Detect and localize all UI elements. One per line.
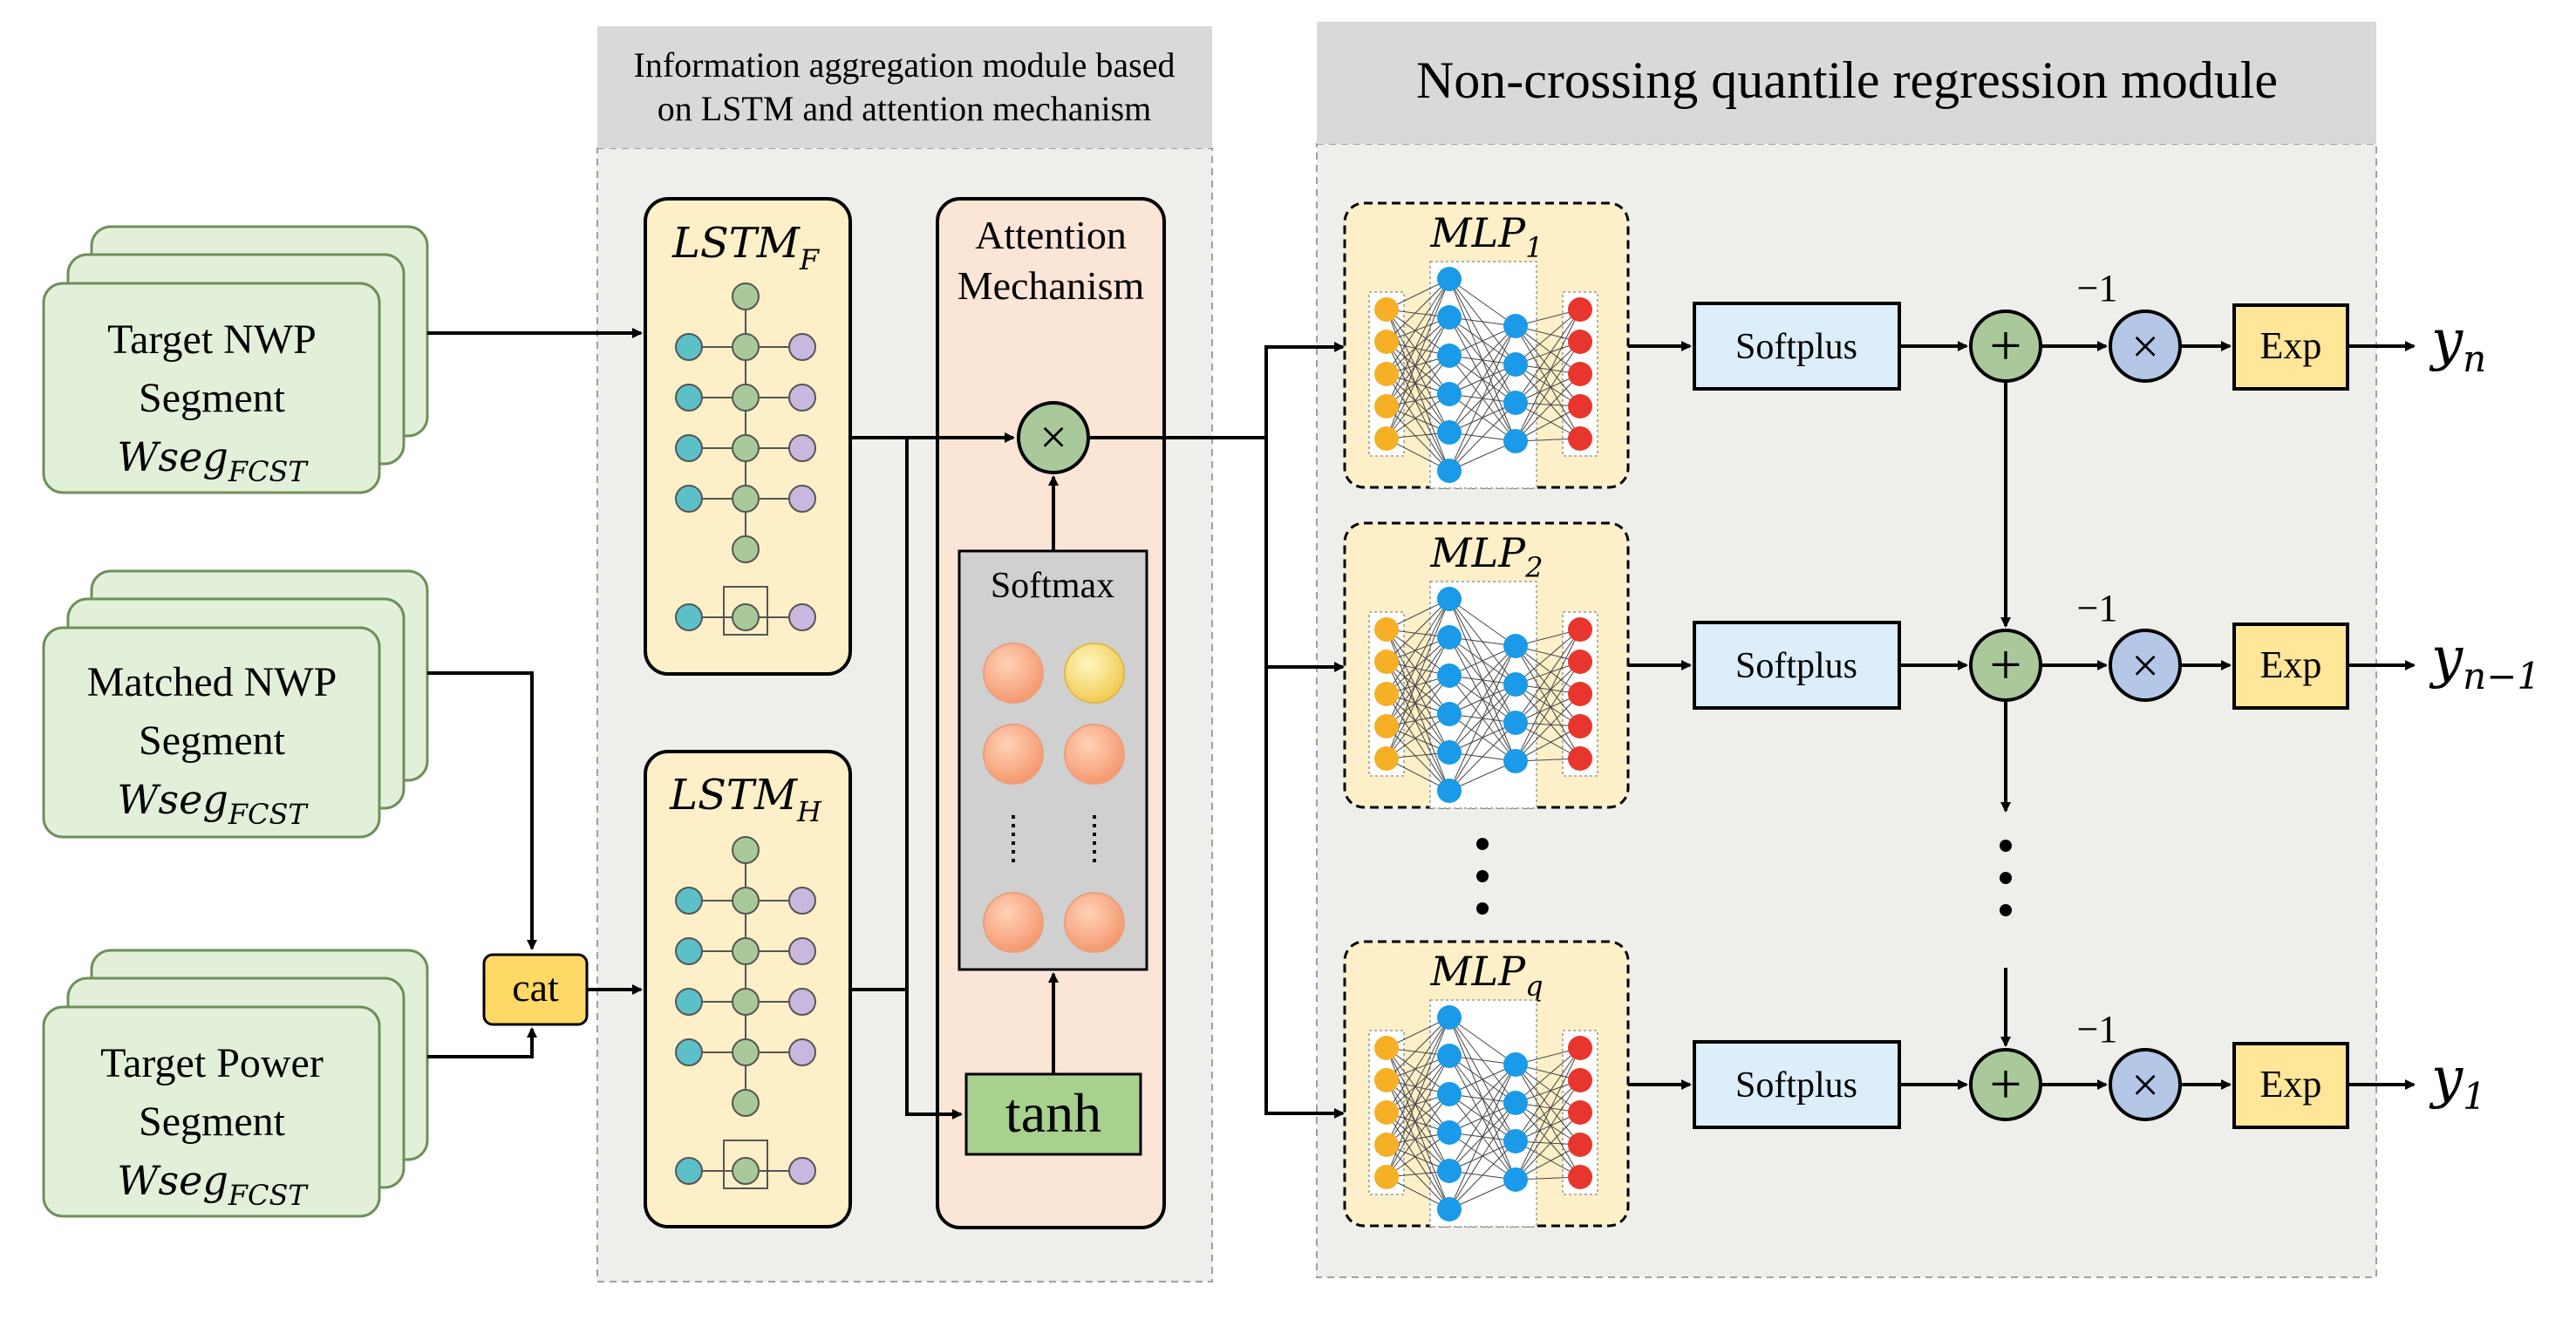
lstm-h-label: LSTM [669,771,799,820]
aggregation-module-title-line1: Information aggregation module based [634,45,1176,85]
attention-block: Attention Mechanism × Softmax tanh [936,197,1166,1229]
mlp-q-label: MLP [1429,948,1526,995]
input-target-nwp: Target NWP Segment WsegFCST [42,225,429,494]
mlp-1-label: MLP [1430,209,1527,256]
target-power-symbol: Wseg [117,1157,228,1204]
svg-text:MLP2: MLP2 [1430,529,1544,584]
lstm-h-subscript: H [796,795,822,828]
minus-one-2: −1 [2077,587,2118,629]
plus-symbol-1: + [1989,314,2021,378]
mlp-1-network [1368,261,1598,489]
exp-box-2 [2232,623,2349,710]
mlp-q-network [1368,999,1598,1228]
output-q-subscript: 1 [2463,1075,2486,1118]
minus-one-q: −1 [2077,1008,2118,1051]
target-nwp-line2: Segment [139,375,286,421]
softplus-label-q: Softplus [1735,1065,1857,1106]
target-nwp-symbol: Wseg [117,433,228,480]
softplus-label-1: Softplus [1735,327,1857,367]
target-power-subscript: FCST [228,1179,310,1212]
times-symbol-q: × [2131,1058,2159,1112]
exp-label-q: Exp [2260,1063,2322,1106]
mlp-q-block: MLPq [1343,940,1630,1228]
matched-nwp-symbol: Wseg [117,776,228,823]
attention-multiply-node: × [1017,401,1090,474]
plus-symbol-q: + [1989,1052,2021,1116]
quantile-module-title: Non-crossing quantile regression module [1416,51,2278,109]
times-symbol-2: × [2131,639,2159,693]
target-power-line1: Target Power [100,1040,324,1086]
svg-text:yn−1: yn−1 [2429,626,2540,697]
attention-title-line2: Mechanism [957,263,1145,308]
plus-symbol-2: + [1989,633,2021,697]
mlp-1-subscript: 1 [1525,231,1543,264]
svg-text:MLP1: MLP1 [1430,209,1544,264]
svg-text:WsegFCST: WsegFCST [117,776,309,831]
minus-one-1: −1 [2077,267,2118,310]
input-target-power: Target Power Segment WsegFCST [42,949,429,1218]
matched-nwp-line1: Matched NWP [87,659,337,705]
svg-text:LSTMF: LSTMF [671,219,821,276]
matched-nwp-line2: Segment [139,718,286,764]
target-nwp-subscript: FCST [228,455,310,488]
lstm-f-subscript: F [799,243,821,276]
mlp-2-network [1368,581,1598,809]
lstm-f-block: LSTMF [644,197,852,676]
svg-text:LSTMH: LSTMH [669,771,822,828]
input-matched-nwp: Matched NWP Segment WsegFCST [42,569,429,839]
quantile-module-header [1317,22,2376,144]
target-nwp-line1: Target NWP [107,316,317,363]
output-2-symbol: y [2429,626,2464,691]
svg-text:WsegFCST: WsegFCST [117,433,309,488]
aggregation-module-title-line2: on LSTM and attention mechanism [658,89,1152,128]
vertical-ellipsis-plus [2000,840,2012,916]
mlp-1-block: MLP1 [1343,201,1630,489]
output-1-subscript: n [2463,337,2486,380]
svg-text:y1: y1 [2429,1046,2486,1118]
svg-text:WsegFCST: WsegFCST [117,1157,309,1212]
softmax-block: Softmax [957,549,1148,971]
quantile-row-1: Softplus + −1 × Exp yn [1693,267,2486,391]
attention-multiply-symbol: × [1039,411,1067,465]
quantile-row-q: Softplus + −1 × Exp y1 [1693,1008,2486,1129]
softmax-label: Softmax [991,566,1114,606]
mlp-2-subscript: 2 [1524,551,1543,584]
quantile-row-2: Softplus + −1 × Exp yn−1 [1693,587,2540,710]
svg-text:yn: yn [2429,309,2486,380]
mlp-2-block: MLP2 [1343,521,1630,809]
output-q-symbol: y [2429,1046,2464,1111]
lstm-h-block: LSTMH [644,750,852,1228]
aggregation-module-header [597,26,1212,148]
lstm-h-cell-diagram [675,836,816,1189]
svg-text:MLPq: MLPq [1429,948,1543,1003]
exp-box-1 [2232,303,2349,391]
output-2-subscript: n−1 [2463,655,2540,697]
cat-label: cat [512,965,559,1010]
exp-label-2: Exp [2260,643,2322,686]
output-1-symbol: y [2429,309,2464,373]
softplus-box-q [1693,1040,1901,1129]
times-symbol-1: × [2131,320,2159,374]
target-power-line2: Segment [139,1099,286,1145]
exp-label-1: Exp [2260,324,2322,367]
quantile-connectors [1628,341,2416,1090]
vertical-ellipsis-mlp [1476,838,1489,915]
mlp-2-label: MLP [1430,529,1527,576]
matched-nwp-subscript: FCST [228,798,310,831]
tanh-block: tanh [964,1072,1142,1156]
mlp-q-subscript: q [1525,970,1543,1003]
exp-box-q [2232,1042,2349,1129]
aggregation-connectors [427,328,1345,1119]
lstm-f-label: LSTM [671,219,801,268]
softplus-label-2: Softplus [1735,646,1857,686]
cat-block: cat [482,953,589,1026]
attention-title-line1: Attention [975,213,1127,257]
tanh-label: tanh [1005,1082,1101,1144]
lstm-f-cell-diagram [675,282,816,636]
